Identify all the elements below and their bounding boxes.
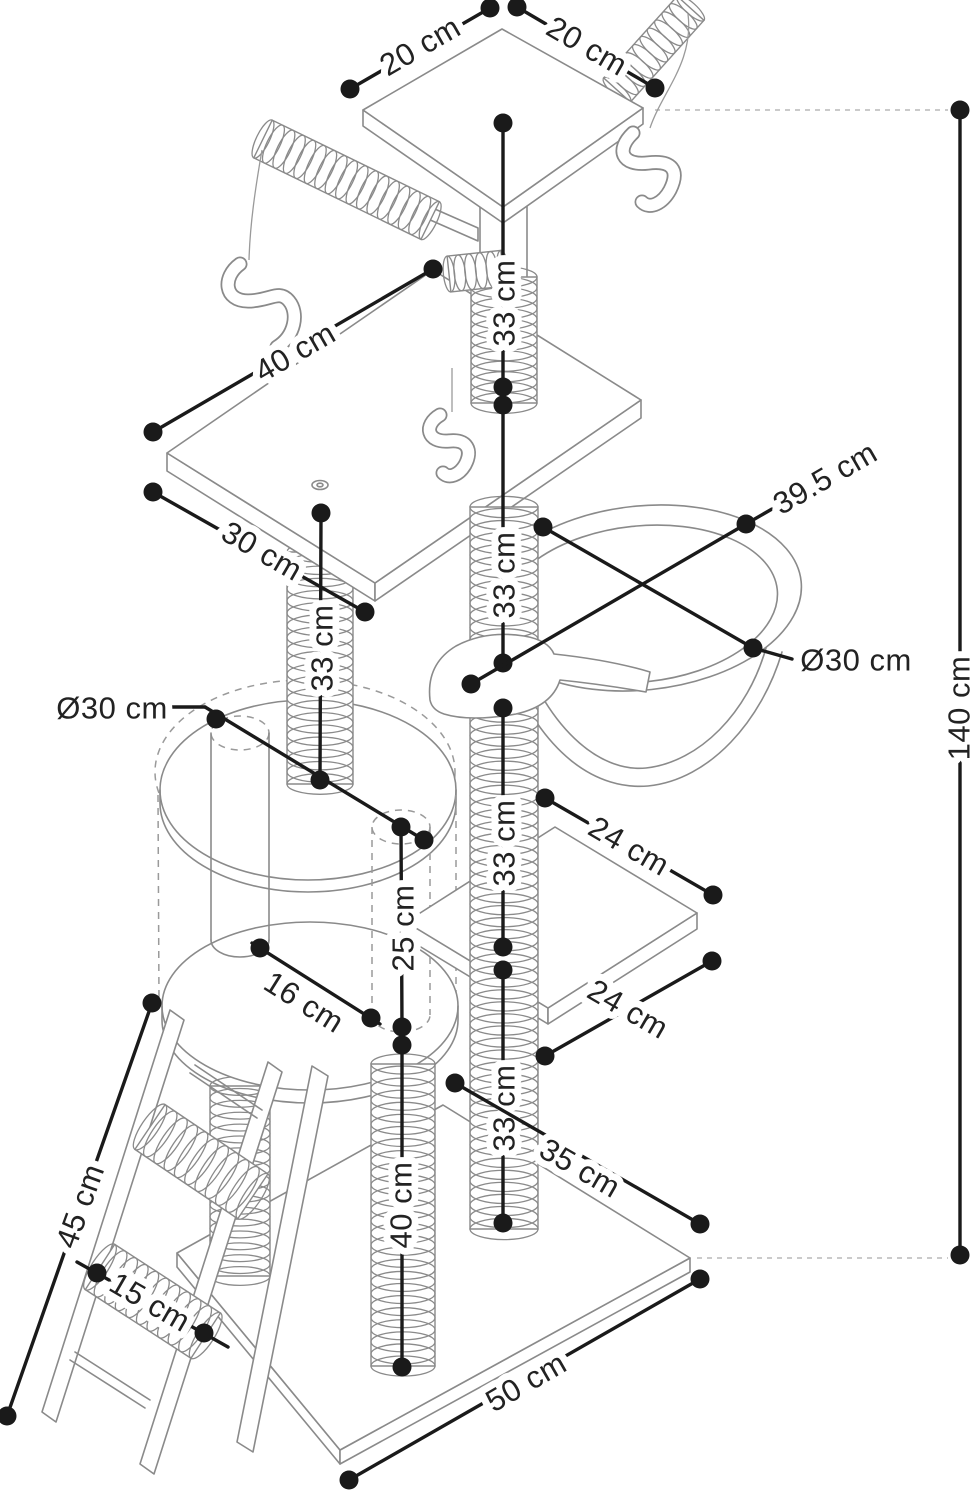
hanging-toy-left [220, 149, 302, 355]
dim-label: 33 cm [487, 1065, 522, 1152]
dim-label: 33 cm [487, 800, 522, 887]
dim-lower-mid-post-height: 33 cm [480, 698, 529, 957]
dim-label: Ø30 cm [800, 643, 912, 678]
basket-bracket [428, 633, 651, 719]
dim-barrel-diameter: Ø30 cm [49, 684, 434, 850]
dim-label: 140 cm [942, 656, 974, 761]
dim-label: 33 cm [487, 260, 522, 347]
dim-label: 25 cm [386, 885, 421, 972]
dim-ladder-length: 45 cm [0, 993, 162, 1426]
dim-label: 39.5 cm [767, 434, 883, 521]
dim-left-post-height: 33 cm [298, 503, 347, 790]
ladder-rung-wrapped-upper [132, 1103, 271, 1220]
top-spire-pole [602, 0, 706, 104]
dim-label: 24 cm [582, 972, 675, 1046]
dim-bottom-left-post-height: 40 cm [377, 1035, 426, 1377]
dim-mid-post-height: 33 cm [480, 395, 529, 673]
dim-total-height: 140 cm [935, 100, 974, 1265]
dim-basket-inner-diameter: Ø30 cm [533, 517, 918, 685]
hanging-toy-right [615, 13, 690, 213]
dim-label: Ø30 cm [56, 691, 168, 726]
dim-barrel-height: 25 cm [379, 817, 428, 1037]
hanging-toy-middle [422, 368, 476, 484]
dim-upper-post-height: 33 cm [480, 113, 529, 397]
ladder [41, 1009, 329, 1475]
support-strut [236, 1065, 329, 1453]
dim-label: 33 cm [487, 532, 522, 619]
height-projection-leaders [655, 109, 948, 1259]
diagonal-pole [251, 119, 479, 242]
dim-bottom-post-height: 33 cm [480, 960, 529, 1233]
dim-label: 40 cm [384, 1162, 419, 1249]
dim-label: 33 cm [305, 605, 340, 692]
